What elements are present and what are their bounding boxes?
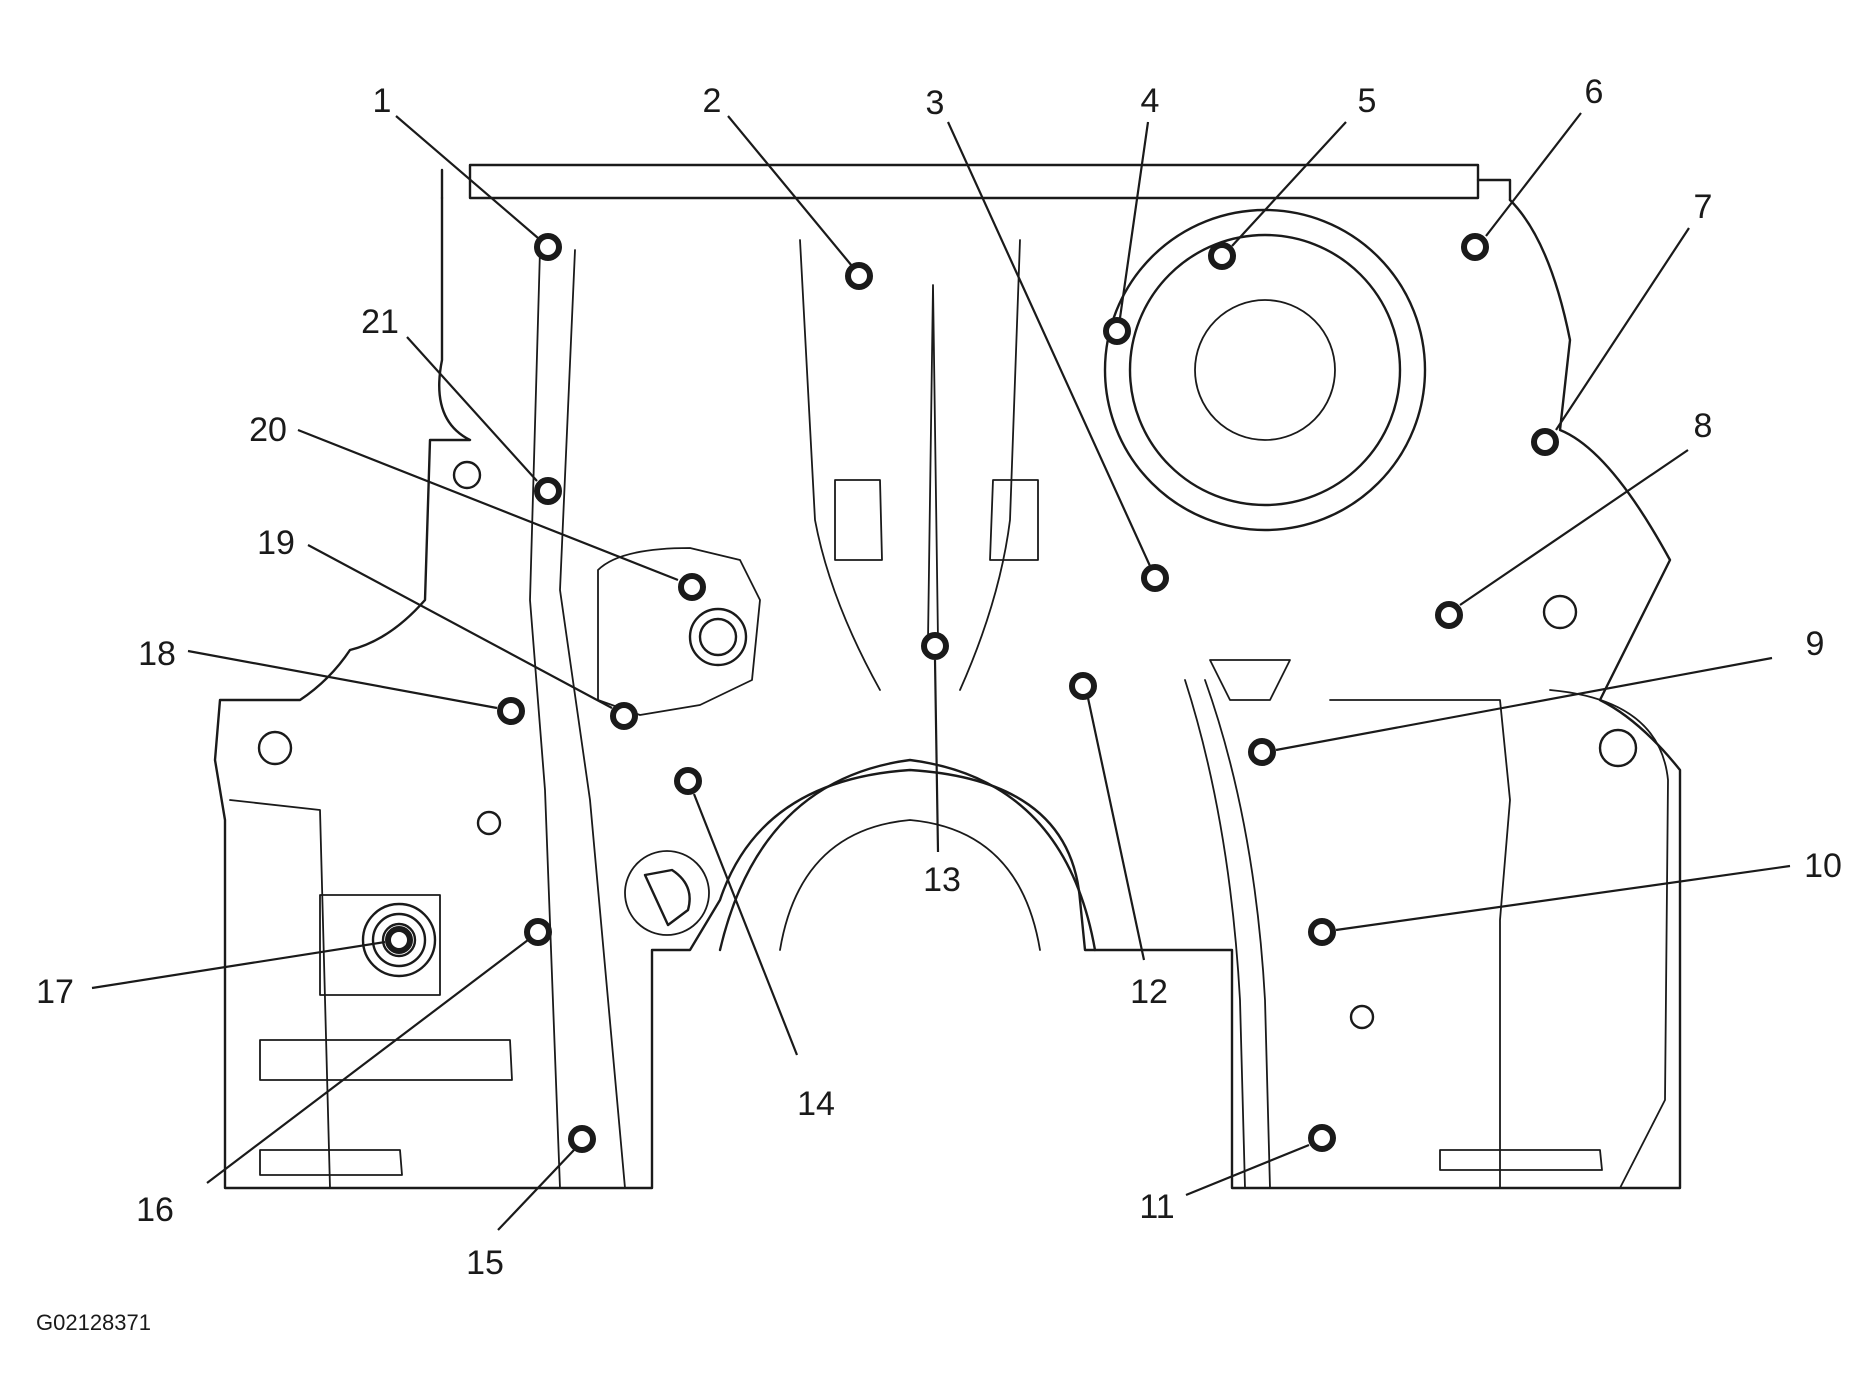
callout-20: 20 [249, 411, 287, 449]
leader-1 [395, 115, 539, 239]
leader-6 [1485, 112, 1582, 237]
bolt-11 [1308, 1124, 1336, 1152]
leader-5 [1231, 121, 1347, 247]
callout-9: 9 [1806, 625, 1825, 663]
callout-17: 17 [36, 973, 74, 1011]
callout-14: 14 [797, 1085, 835, 1123]
callout-16: 16 [136, 1191, 174, 1229]
callout-1: 1 [373, 82, 392, 120]
leader-16 [206, 939, 529, 1184]
leader-11 [1185, 1143, 1310, 1197]
callout-13: 13 [923, 861, 961, 899]
bolt-18 [497, 697, 525, 725]
leader-10 [1335, 864, 1791, 932]
callout-6: 6 [1585, 73, 1604, 111]
bolt-5 [1208, 242, 1236, 270]
bolt-10 [1308, 918, 1336, 946]
bolt-21 [534, 477, 562, 505]
bolt-6 [1461, 233, 1489, 261]
engine-housing-outline [213, 163, 1682, 1190]
callout-4: 4 [1141, 82, 1160, 120]
leader-19 [307, 544, 613, 709]
callout-5: 5 [1358, 82, 1377, 120]
bolt-markers [385, 233, 1559, 1153]
callout-7: 7 [1694, 188, 1713, 226]
bolt-8 [1435, 601, 1463, 629]
bolt-14 [674, 767, 702, 795]
leader-20 [297, 428, 679, 582]
leader-21 [406, 336, 538, 482]
leader-7 [1555, 227, 1690, 431]
bolt-17 [385, 926, 413, 954]
bolt-3 [1141, 564, 1169, 592]
callout-18: 18 [138, 635, 176, 673]
callout-19: 19 [257, 524, 295, 562]
leader-8 [1459, 449, 1689, 606]
leader-9 [1275, 656, 1773, 752]
bolt-19 [610, 702, 638, 730]
leader-lines [91, 112, 1791, 1231]
callout-21: 21 [361, 303, 399, 341]
bolt-13 [921, 632, 949, 660]
callout-labels: 1 2 3 4 5 6 7 8 9 10 11 12 13 14 15 16 1… [36, 73, 1842, 1282]
leader-13 [933, 659, 940, 853]
bolt-4 [1103, 317, 1131, 345]
bolt-2 [845, 262, 873, 290]
leader-18 [187, 649, 498, 710]
bolt-1 [534, 233, 562, 261]
leader-14 [692, 793, 799, 1056]
bolt-9 [1248, 738, 1276, 766]
callout-10: 10 [1804, 847, 1842, 885]
leader-4 [1118, 121, 1150, 319]
leader-2 [727, 115, 853, 267]
callout-8: 8 [1694, 407, 1713, 445]
leader-3 [946, 121, 1152, 567]
callout-11: 11 [1139, 1188, 1174, 1226]
bolt-20 [678, 573, 706, 601]
bolt-16 [524, 918, 552, 946]
bolt-7 [1531, 428, 1559, 456]
callout-12: 12 [1130, 973, 1168, 1011]
leader-12 [1086, 697, 1146, 961]
bolt-15 [568, 1125, 596, 1153]
callout-15: 15 [466, 1244, 504, 1282]
figure-code: G02128371 [36, 1310, 151, 1335]
callout-3: 3 [926, 84, 945, 122]
leader-15 [497, 1149, 575, 1231]
leader-17 [91, 940, 386, 990]
bolt-12 [1069, 672, 1097, 700]
callout-2: 2 [703, 82, 722, 120]
